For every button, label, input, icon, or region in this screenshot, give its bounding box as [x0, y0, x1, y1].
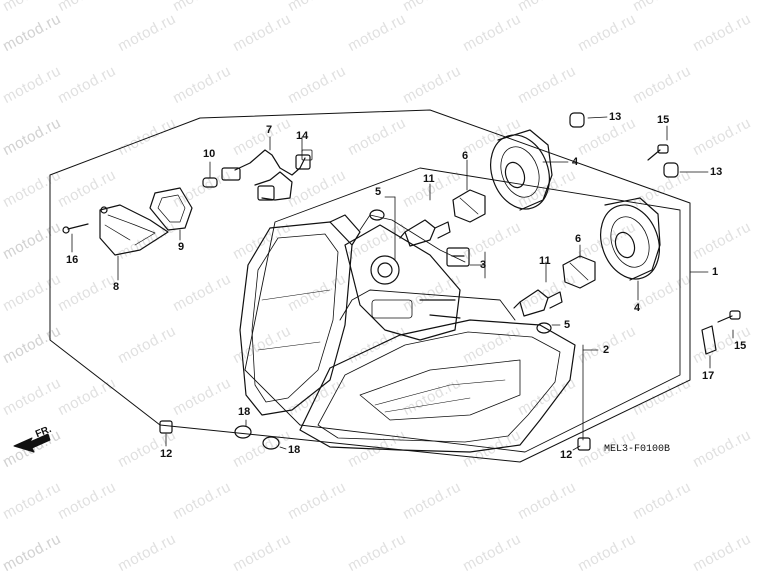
headlight-housing: [239, 214, 361, 416]
lamp-unit-frame: [244, 167, 681, 453]
halogen-bulb-lower: [513, 289, 563, 317]
callout-4-upper: 4: [572, 156, 579, 168]
collar-18-a: [234, 425, 252, 439]
grommet-13-lower: [663, 162, 679, 178]
screw-15-upper: [647, 144, 669, 161]
position-bulb: [202, 177, 218, 188]
callout-5-upper: 5: [375, 186, 382, 198]
bulb-socket-upper: [452, 189, 486, 223]
callout-7: 7: [266, 124, 273, 136]
grommet-13-upper: [569, 112, 585, 128]
callout-9: 9: [178, 241, 185, 253]
callout-15-lower: 15: [734, 340, 747, 352]
callout-6-lower: 6: [575, 233, 582, 245]
callout-14: 14: [296, 130, 309, 142]
screw-15-lower: [717, 310, 741, 323]
collar-18-b: [262, 436, 280, 450]
position-lamp-wiring: [221, 149, 313, 201]
callout-5-lower: 5: [564, 319, 571, 331]
rubber-5-upper: [369, 209, 385, 221]
position-light-housing: [99, 204, 169, 256]
callout-8: 8: [113, 281, 120, 293]
callout-4-lower: 4: [634, 302, 641, 314]
bulb-socket-lower: [562, 255, 596, 289]
callout-6-upper: 6: [462, 150, 469, 162]
callout-18-a: 18: [238, 406, 251, 418]
callout-18-b: 18: [288, 444, 301, 456]
screw-16: [62, 223, 89, 234]
connector-3: [446, 247, 470, 267]
callout-11-lower: 11: [539, 255, 551, 267]
callout-12-left: 12: [160, 448, 173, 460]
front-direction-arrow: [13, 433, 51, 453]
callout-3: 3: [480, 259, 487, 271]
callout-16: 16: [66, 254, 79, 266]
diagram-code: MEL3-F0100B: [604, 444, 671, 455]
clip-nut-12-right: [577, 437, 591, 451]
dust-cover-lower: [600, 197, 661, 281]
position-light-gasket: [149, 187, 193, 231]
rubber-5-lower: [536, 322, 552, 334]
callout-1: 1: [712, 266, 719, 278]
dust-cover-upper: [490, 129, 553, 211]
clip-nut-12-left: [159, 420, 173, 434]
callout-11-upper: 11: [423, 173, 435, 185]
callout-13-lower: 13: [710, 166, 723, 178]
halogen-bulb-upper: [399, 219, 451, 247]
callout-2: 2: [603, 344, 610, 356]
leader-lines: [71, 116, 734, 451]
callout-15-upper: 15: [657, 114, 670, 126]
callout-17: 17: [702, 370, 715, 382]
bracket-17: [701, 325, 717, 355]
callout-12-right: 12: [560, 449, 573, 461]
headlight-lens: [299, 289, 576, 453]
reflector-bracket: [344, 214, 466, 341]
callout-13-upper: 13: [609, 111, 622, 123]
assembly-frame: [49, 109, 691, 463]
callout-10: 10: [203, 148, 216, 160]
